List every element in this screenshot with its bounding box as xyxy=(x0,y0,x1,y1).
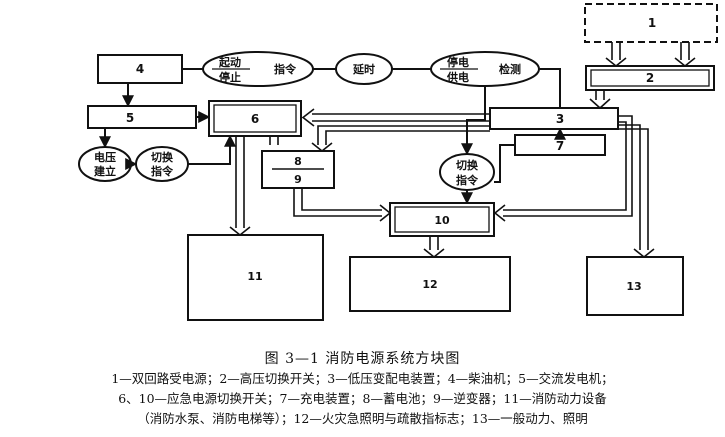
switch-left-cmd-label: 指令 xyxy=(151,164,174,178)
block-1-label: 1 xyxy=(648,16,656,30)
block-8-9-battery-inverter xyxy=(261,150,335,189)
power-supply-label: 供电 xyxy=(446,70,469,84)
block-2-label: 2 xyxy=(646,71,654,85)
block-13-general-power-lighting xyxy=(586,256,684,316)
block-3-label: 3 xyxy=(556,112,564,126)
block-8-label: 8 xyxy=(294,155,302,168)
block-11-fire-power-equipment xyxy=(187,234,324,321)
established-label: 建立 xyxy=(94,164,116,178)
delay-label: 延时 xyxy=(352,62,375,76)
block-3-low-voltage-distribution xyxy=(489,107,619,130)
block-2-high-voltage-switch xyxy=(585,65,715,91)
block-5-ac-generator xyxy=(87,105,197,129)
switch-mid-label: 切换 xyxy=(456,158,479,172)
block-12-emergency-lighting xyxy=(349,256,511,312)
switch-mid-cmd-label: 指令 xyxy=(456,173,479,187)
block-13-label: 13 xyxy=(626,280,641,293)
power-cut-label: 停电 xyxy=(447,55,469,69)
block-12-label: 12 xyxy=(422,278,437,291)
block-10-label: 10 xyxy=(434,214,450,227)
block-9-label: 9 xyxy=(294,173,302,186)
legend-line-1: 1—双回路受电源；2—高压切换开关；3—低压变配电装置；4—柴油机；5—交流发电… xyxy=(111,371,614,386)
block-4-label: 4 xyxy=(136,62,144,76)
detect-label: 检测 xyxy=(499,62,521,76)
figure-title: 图 3—1 消防电源系统方块图 xyxy=(264,351,461,367)
start-label: 起动 xyxy=(218,55,241,69)
stop-label: 停止 xyxy=(219,70,241,84)
command-label: 指令 xyxy=(274,62,297,76)
block-7-label: 7 xyxy=(556,139,564,153)
switch-left-label: 切换 xyxy=(151,150,174,164)
block-6-label: 6 xyxy=(251,112,259,126)
block-1-dual-circuit-power xyxy=(584,3,718,43)
legend-line-2: 6、10—应急电源切换开关；7—充电装置；8—蓄电池；9—逆变器；11—消防动力… xyxy=(118,391,607,406)
legend-line-3: （消防水泵、消防电梯等）；12—火灾急照明与疏散指标志；13—一般动力、照明 xyxy=(137,411,588,426)
block-11-label: 11 xyxy=(247,270,262,283)
block-10-emergency-switch xyxy=(389,202,495,237)
voltage-label: 电压 xyxy=(94,150,116,164)
block-5-label: 5 xyxy=(126,111,134,125)
fire-power-system-diagram: 1 2 3 4 5 6 7 8 9 10 11 12 13 起动 停止 指令 延… xyxy=(78,3,718,321)
